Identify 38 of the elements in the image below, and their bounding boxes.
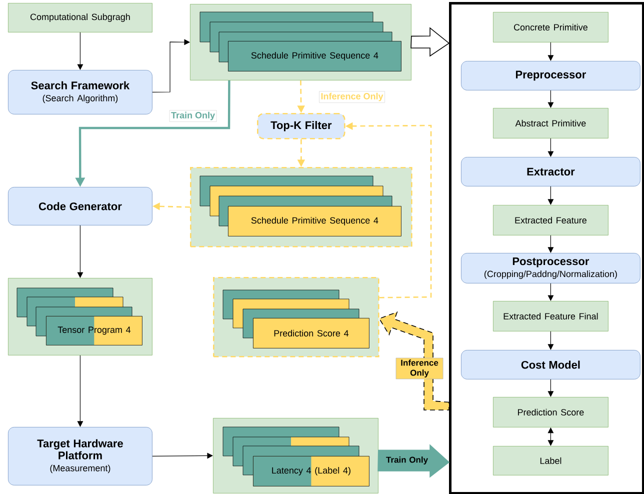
filter-box: Top-K Filter xyxy=(257,112,346,140)
arrow xyxy=(548,138,554,157)
arrow xyxy=(548,331,554,350)
process-box: Target Hardware Platform (Measurement) xyxy=(8,426,152,486)
arrow xyxy=(548,42,554,61)
arrow xyxy=(548,90,554,108)
process-box: Cost Model xyxy=(461,350,640,380)
edge-label: Inference Only xyxy=(319,91,385,103)
edge-label: Train Only xyxy=(169,110,217,122)
data-box: Computational Subgragh xyxy=(8,2,152,32)
arrow xyxy=(152,39,190,92)
data-box: Label xyxy=(493,446,608,476)
data-box: Extracted Feature Final xyxy=(493,300,608,332)
arrow xyxy=(77,225,84,278)
edge-label: Inference Only xyxy=(396,358,444,380)
block-arrow xyxy=(410,27,450,57)
process-box: Extractor xyxy=(461,157,640,186)
card: Schedule Primitive Sequence 4 xyxy=(228,40,402,72)
arrow xyxy=(77,355,84,427)
arrow xyxy=(548,235,554,253)
arrow xyxy=(152,452,213,459)
data-box: Prediction Score xyxy=(493,396,608,428)
data-box: Extracted Feature xyxy=(493,205,608,236)
process-box: Search Framework (Search Algorithm) xyxy=(8,70,152,114)
data-box: Concrete Primitive xyxy=(493,12,608,42)
module-frame xyxy=(449,2,644,494)
card: Latency 4 (Label 4) xyxy=(253,456,370,486)
arrow xyxy=(548,283,554,301)
arrow xyxy=(77,32,84,70)
process-box: Code Generator xyxy=(8,186,152,226)
arrow xyxy=(548,186,554,205)
card: Prediction Score 4 xyxy=(253,318,370,348)
process-box: Preprocessor xyxy=(461,60,640,90)
card: Schedule Primitive Sequence 4 xyxy=(228,206,402,236)
edge-label: Train Only xyxy=(384,455,430,466)
process-box: Postprocessor (Cropping/Paddng/Normalization) xyxy=(461,252,640,284)
data-box: Abstract Primitive xyxy=(493,108,608,138)
arrow xyxy=(548,379,554,397)
